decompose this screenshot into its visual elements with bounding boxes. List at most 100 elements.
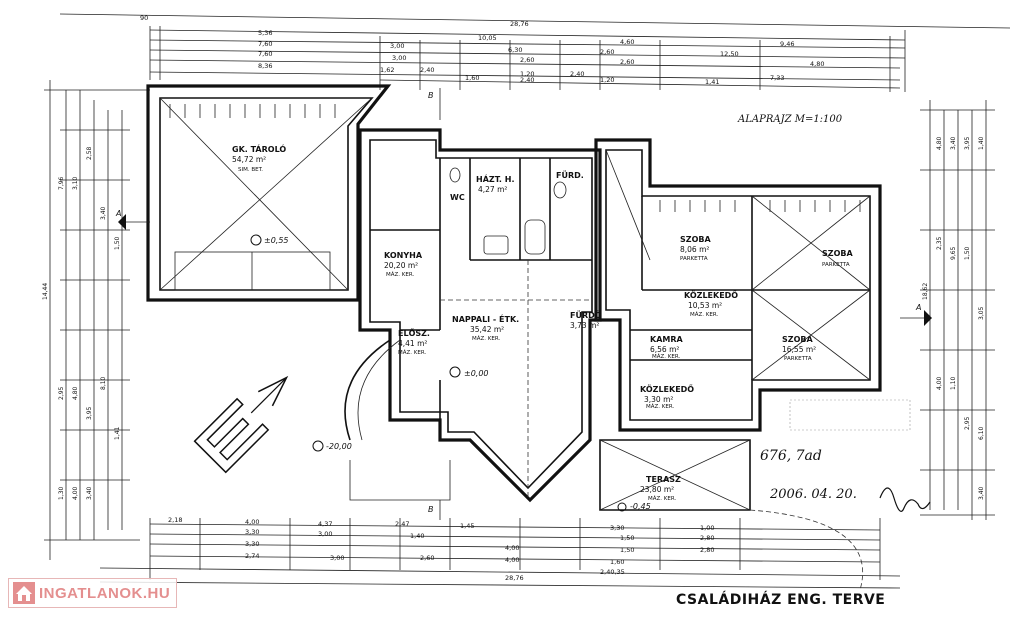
right-dim-5: 1,40 [978, 136, 985, 150]
top-dim-90: 90 [140, 14, 148, 22]
top-dim-r5-5: 2,40 [570, 70, 584, 78]
top-dim-r5-6: 7,33 [770, 74, 784, 82]
left-dim-12: 1,30 [58, 486, 65, 500]
terrace-area: 23,80 m² [640, 485, 674, 494]
left-dim-6: 1,50 [114, 236, 121, 250]
bottom-dim-r1-2: 4,00 [245, 518, 259, 526]
bottom-dimension-chains: 2,18 4,00 4,37 2,47 1,45 3,30 1,00 3,30 … [99, 516, 901, 589]
room1-name: SZOBA [680, 235, 711, 244]
right-dim-1: 18,62 [922, 283, 929, 300]
watermark-text: INGATLANOK.HU [39, 584, 171, 602]
wc-name: WC [450, 193, 465, 202]
bottom-dim-r4-6: 2,40,35 [600, 568, 625, 576]
outside-level-marker [312, 440, 324, 452]
left-dim-13: 4,00 [72, 486, 79, 500]
terrace-name: TERASZ [646, 475, 681, 484]
left-dim-10: 8,10 [100, 376, 107, 390]
bottom-dim-r1-6: 3,30 [610, 524, 624, 532]
bottom-dim-r1-4: 2,47 [395, 520, 409, 528]
top-dim-r4-2: 3,00 [392, 54, 406, 62]
corridor2-area: 3,30 m² [644, 395, 673, 404]
left-dim-1: 14,44 [42, 283, 49, 300]
left-dim-7: 2,95 [58, 386, 65, 400]
right-dim-12: 2,95 [964, 416, 971, 430]
section-mark-b-bottom: B [428, 505, 434, 514]
living-level-marker [449, 366, 461, 378]
entry-area: 4,41 m² [398, 339, 427, 348]
bottom-dim-r1-3: 4,37 [318, 520, 332, 528]
left-dim-2: 7,96 [58, 176, 65, 190]
right-dimension-chains [920, 100, 995, 520]
top-dim-r2-4: 9,46 [780, 40, 794, 48]
right-dim-10: 4,00 [936, 376, 943, 390]
top-dim-r5-4: 1,20 [520, 70, 534, 78]
bottom-dim-r4-1: 2,74 [245, 552, 259, 560]
section-marks: A A B B [115, 88, 932, 520]
top-dimension-chains: 90 28,76 5,36 10,05 4,60 9,46 7,60 3,00 … [59, 13, 1011, 92]
bottom-dim-r3-3: 1,50 [620, 546, 634, 554]
right-dim-9: 3,05 [978, 306, 985, 320]
bottom-dim-r4-2: 3,00 [330, 554, 344, 562]
bottom-dim-r4-4: 4,00 [505, 556, 519, 564]
top-dim-r4-1: 7,60 [258, 50, 272, 58]
right-dimension-labels: 18,62 4,80 3,40 3,95 1,40 2,35 9,65 1,50… [922, 136, 985, 500]
left-dimension-chains [44, 80, 150, 560]
right-dim-7: 9,65 [950, 246, 957, 260]
pantry-area: 6,56 m² [650, 345, 679, 354]
right-dim-2: 4,80 [936, 136, 943, 150]
bottom-dim-r3-2: 4,00 [505, 544, 519, 552]
living-level: ±0,00 [464, 369, 489, 378]
right-dim-4: 3,95 [964, 136, 971, 150]
left-dim-8: 4,80 [72, 386, 79, 400]
living-name: NAPPALI - ÉTK. [452, 313, 519, 324]
terrace: TERASZ 23,80 m² MÁZ. KER. -0,45 [599, 439, 751, 512]
terrace-level: -0,45 [630, 502, 651, 511]
right-dim-3: 3,40 [950, 136, 957, 150]
room3-area: 16,55 m² [782, 345, 816, 354]
corridor-name: KÖZLEKEDŐ [684, 290, 738, 300]
corridor-floor: MÁZ. KER. [690, 311, 718, 318]
signature-scribble [879, 487, 931, 512]
right-dim-13: 6,10 [978, 426, 985, 440]
main-building: KONYHA 20,20 m² MÁZ. KER. NAPPALI - ÉTK.… [344, 128, 602, 503]
house-icon [13, 582, 35, 604]
left-dim-5: 3,40 [100, 206, 107, 220]
kitchen-floor: MÁZ. KER. [386, 271, 414, 278]
bottom-dim-r1-5: 1,45 [460, 522, 474, 530]
right-dim-14: 3,40 [978, 486, 985, 500]
approval-stamp: 676, 7ad 2006. 04. 20. [760, 399, 931, 512]
left-dim-14: 3,40 [86, 486, 93, 500]
bottom-dim-r1-1: 2,18 [168, 516, 182, 524]
top-dim-r3-2: 3,00 [390, 42, 404, 50]
pantry-floor: MÁZ. KER. [652, 353, 680, 360]
right-dim-8: 1,50 [964, 246, 971, 260]
left-dim-4: 2,58 [86, 146, 93, 160]
top-dim-r2-3: 4,60 [620, 38, 634, 46]
top-dim-r6-1: 1,60 [465, 74, 479, 82]
top-dim-total: 28,76 [510, 20, 529, 28]
top-dim-r5-3: 2,40 [420, 66, 434, 74]
top-dim-r3-4: 2,60 [600, 48, 614, 56]
top-dim-r3-3: 6,30 [508, 46, 522, 54]
right-dim-11: 1,10 [950, 376, 957, 390]
garage-wing: GK. TÁROLÓ 54,72 m² SIM. BET. ±0,55 [146, 84, 392, 302]
left-dimension-labels: 14,44 7,96 3,10 2,58 3,40 1,50 2,95 4,80… [42, 146, 121, 500]
bottom-dim-r2-4: 1,50 [620, 534, 634, 542]
entry-name: ELŐSZ. [398, 328, 430, 338]
outside-level: -20,00 [326, 442, 352, 451]
room1-floor: PARKETTA [680, 256, 708, 262]
kitchen-name: KONYHA [384, 251, 423, 260]
watermark-logo: INGATLANOK.HU [8, 578, 178, 608]
living-area: 35,42 m² [470, 325, 504, 334]
left-dim-3: 3,10 [72, 176, 79, 190]
terrace-level-marker [617, 502, 627, 512]
section-mark-a-left: A [115, 209, 121, 218]
room2-floor: PARKETTA [822, 262, 850, 268]
corridor2-floor: MÁZ. KER. [646, 403, 674, 410]
corridor-area: 10,53 m² [688, 301, 722, 310]
terrace-floor: MÁZ. KER. [648, 495, 676, 502]
bottom-dim-r3-1: 3,30 [245, 540, 259, 548]
garage-level: ±0,55 [264, 236, 289, 245]
top-dim-r6-3: 1,20 [600, 76, 614, 84]
section-mark-a-right: A [915, 303, 921, 312]
